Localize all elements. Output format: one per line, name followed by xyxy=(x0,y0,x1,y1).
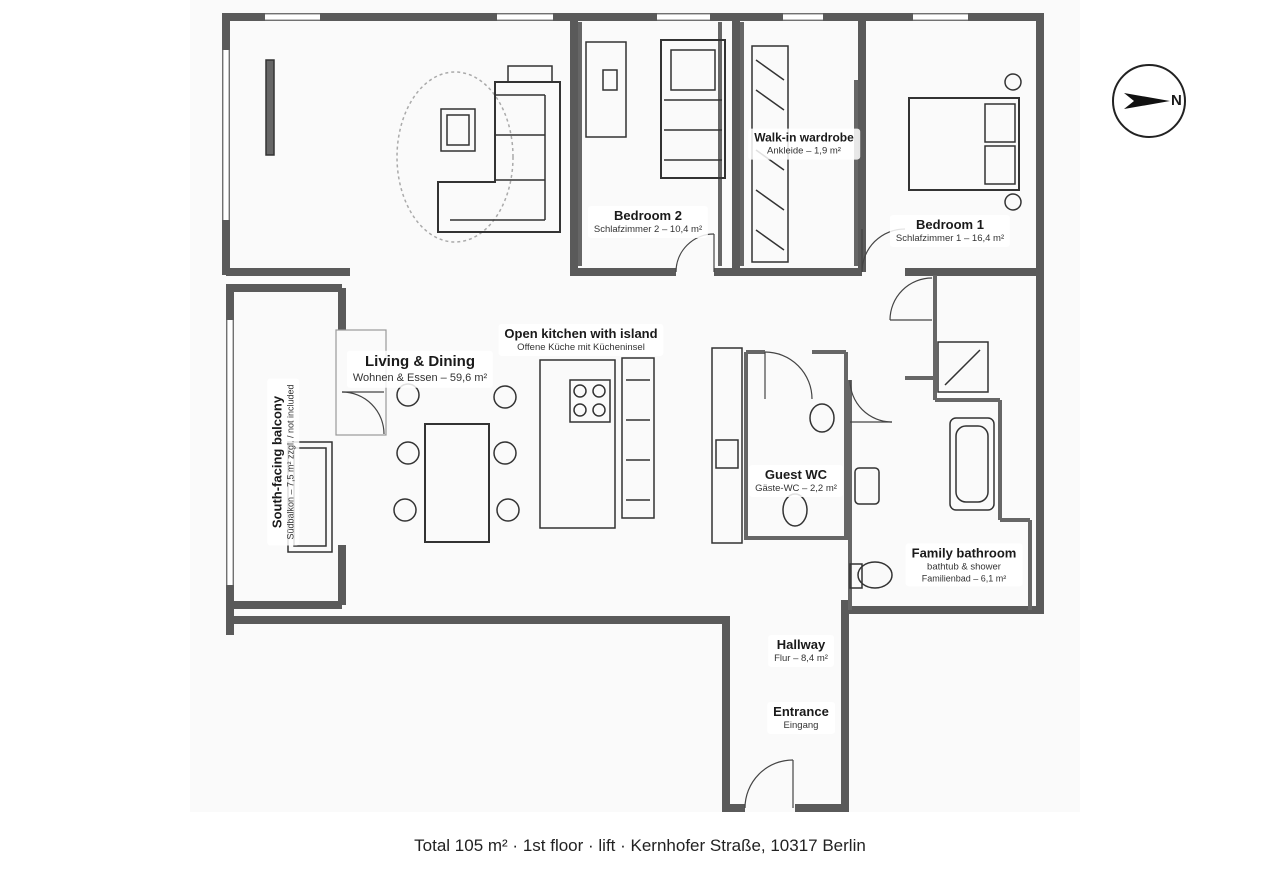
room-title: Hallway xyxy=(776,636,826,652)
inner-walls xyxy=(578,22,1032,610)
room-area: Eingang xyxy=(783,720,819,732)
tv-icon xyxy=(265,59,275,156)
room-area: Flur – 8,4 m² xyxy=(774,653,828,665)
room-label-balcony: South-facing balcony Südbalkon – 7,5 m² … xyxy=(267,378,299,546)
compass xyxy=(1112,64,1186,138)
room-area: Ankleide – 1,9 m² xyxy=(767,145,841,157)
room-area: Schlafzimmer 1 – 16,4 m² xyxy=(895,233,1005,245)
bed-icon xyxy=(660,39,726,179)
room-area: Wohnen & Essen – 59,6 m² xyxy=(352,371,488,384)
room-label-kitchen: Open kitchen with island Offene Küche mi… xyxy=(498,323,664,357)
room-title: Open kitchen with island xyxy=(504,325,658,341)
room-title: Guest WC xyxy=(764,466,828,482)
room-area: Familienbad – 6,1 m² xyxy=(921,573,1007,584)
sofa-icon xyxy=(437,81,561,233)
room-title: South-facing balcony xyxy=(269,395,285,529)
furniture xyxy=(265,39,1022,589)
cooktop-icon xyxy=(569,379,611,423)
windows xyxy=(223,14,968,585)
room-title: Walk-in wardrobe xyxy=(754,130,854,145)
toilet-icon xyxy=(857,561,893,589)
washbasin-icon xyxy=(809,403,835,433)
room-title: Bedroom 2 xyxy=(614,207,682,223)
room-feature: bathtub & shower xyxy=(927,561,1001,573)
room-title: Living & Dining xyxy=(364,352,475,370)
room-area: Südbalkon – 7,5 m² zzgl. / not included xyxy=(285,384,296,540)
dining-table-icon xyxy=(424,423,490,543)
north-arrow-icon xyxy=(1124,93,1170,109)
room-label-bedroom2: Bedroom 2 Schlafzimmer 2 – 10,4 m² xyxy=(587,205,709,239)
room-label-living: Living & Dining Wohnen & Essen – 59,6 m² xyxy=(346,350,494,388)
room-label-wardrobe: Walk-in wardrobe Ankleide – 1,9 m² xyxy=(748,128,860,160)
rug-icon xyxy=(396,71,514,243)
room-area: Schlafzimmer 2 – 10,4 m² xyxy=(593,224,703,236)
desk-icon xyxy=(585,41,627,138)
shower-icon xyxy=(937,341,989,393)
room-title: Family bathroom xyxy=(911,545,1017,561)
room-title: Entrance xyxy=(773,703,829,719)
kitchen-island-icon xyxy=(539,359,616,529)
room-area: Gäste-WC – 2,2 m² xyxy=(755,483,837,495)
sink-icon xyxy=(715,439,739,469)
room-label-family-bathroom: Family bathroom bathtub & shower Familie… xyxy=(905,543,1023,587)
bed-icon xyxy=(908,97,1020,191)
room-title: Bedroom 1 xyxy=(916,216,984,232)
compass-label: N xyxy=(1171,92,1182,109)
bathtub-icon xyxy=(949,417,995,511)
room-label-entrance: Entrance Eingang xyxy=(767,701,835,735)
room-label-bedroom1: Bedroom 1 Schlafzimmer 1 – 16,4 m² xyxy=(889,214,1011,248)
room-label-hallway: Hallway Flur – 8,4 m² xyxy=(768,634,834,668)
room-area: Offene Küche mit Kücheninsel xyxy=(517,342,645,354)
plan-footer: Total 105 m² · 1st floor · lift · Kernho… xyxy=(414,836,866,855)
room-label-guest-wc: Guest WC Gäste-WC – 2,2 m² xyxy=(749,464,843,498)
